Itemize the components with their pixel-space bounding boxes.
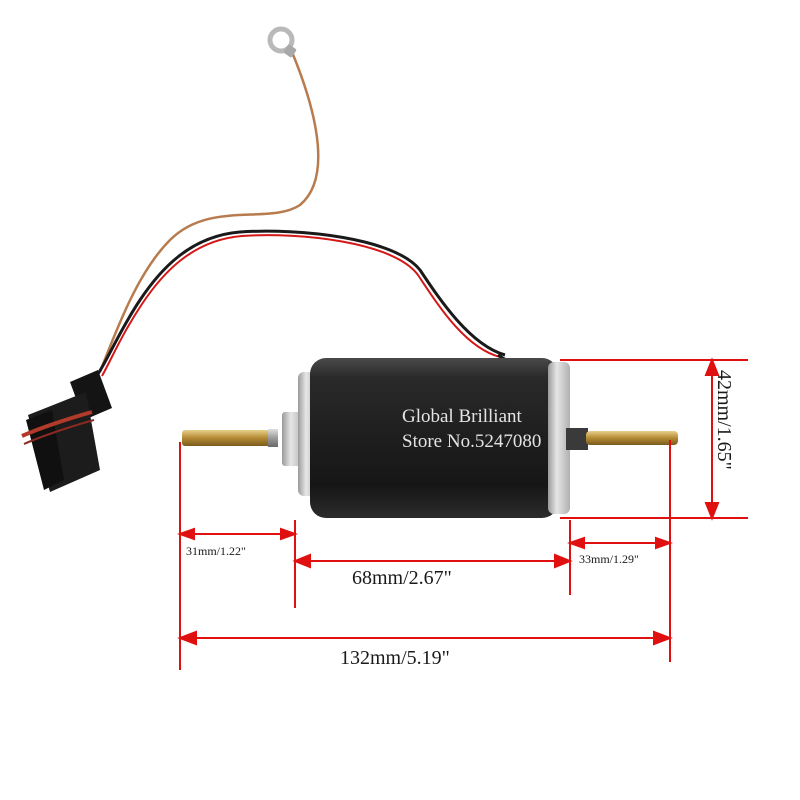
right-shaft: [566, 428, 678, 450]
red-wire: [101, 234, 501, 377]
brown-wire: [98, 51, 320, 373]
watermark-line-1: Global Brilliant: [402, 407, 522, 426]
left-shaft-length-label: 31mm/1.22": [186, 544, 246, 558]
black-wire: [96, 229, 506, 375]
left-shaft: [182, 429, 278, 447]
dimension-lines: [177, 357, 748, 670]
body-length-label: 68mm/2.67": [352, 567, 452, 589]
wire-leads: [96, 51, 516, 377]
diameter-label: 42mm/1.65": [713, 370, 735, 470]
ring-terminal: [267, 26, 297, 58]
motor-body: [282, 358, 570, 518]
overall-length-label: 132mm/5.19": [340, 647, 450, 669]
right-shaft-length-label: 33mm/1.29": [579, 552, 639, 566]
connector-seal: [21, 410, 93, 438]
connector-plug: [21, 370, 112, 492]
watermark-line-2: Store No.5247080: [402, 432, 542, 451]
